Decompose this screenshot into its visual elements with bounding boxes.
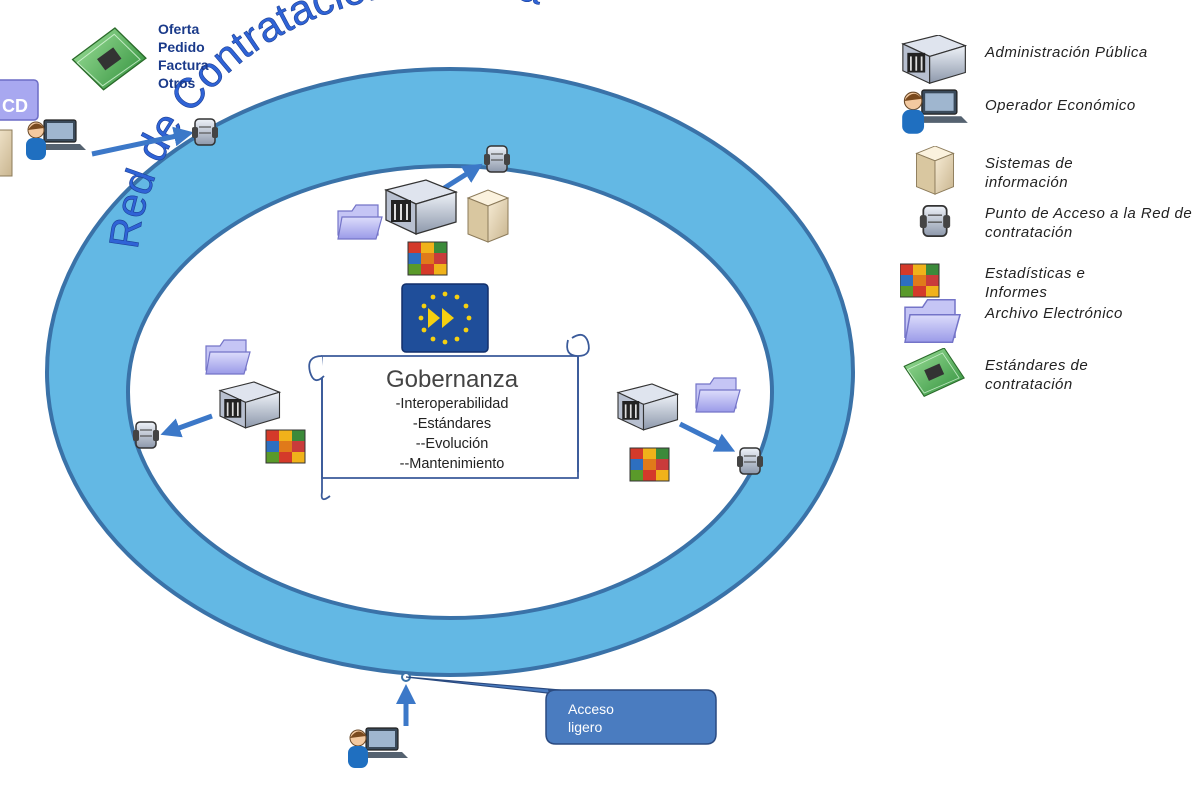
legend-label: Operador Económico	[985, 97, 1136, 114]
operator-icon	[901, 89, 969, 135]
access-point-icon	[132, 421, 160, 449]
procurement-standards-icon	[903, 348, 965, 397]
information-system-icon	[916, 146, 954, 195]
legend-item-information-system: Sistemas de información	[900, 146, 1200, 196]
legend: Administración Pública Operador Económic…	[900, 30, 1200, 430]
legend-item-access-point: Punto de Acceso a la Red de contratación	[900, 196, 1200, 246]
procurement-documents-icon	[67, 22, 152, 96]
callout-label: Acceso ligero	[568, 701, 614, 735]
statistics-icon	[407, 241, 448, 276]
governance-item: --Mantenimiento	[399, 456, 505, 472]
governance-item: --Evolución	[415, 436, 489, 452]
eu-flag-icon	[401, 283, 489, 353]
legend-label: Punto de Acceso a la Red de contratación	[985, 205, 1193, 241]
governance-title: Gobernanza	[385, 366, 519, 393]
legend-label: Archivo Electrónico	[985, 305, 1123, 322]
legend-item-standards: Estándares de contratación	[900, 348, 1200, 398]
arrow-admin-to-right-access	[678, 421, 736, 452]
electronic-archive-icon	[904, 299, 961, 343]
legend-item-operator: Operador Económico	[900, 88, 1200, 138]
operator-icon	[347, 727, 409, 769]
governance-item: -Estándares	[412, 416, 492, 432]
statistics-icon	[265, 429, 306, 464]
partial-cd-icon: CD	[0, 79, 39, 121]
governance-item: -Interoperabilidad	[395, 396, 509, 412]
svg-text:CD: CD	[2, 96, 28, 116]
partial-server-icon	[0, 129, 13, 177]
access-point-icon	[736, 447, 764, 475]
administration-icon	[901, 35, 967, 85]
arrow-operator-to-access	[91, 126, 194, 157]
operator-icon	[25, 119, 87, 161]
legend-label: Estadísticas e Informes	[985, 265, 1086, 301]
governance-box: Gobernanza -Interoperabilidad -Estándare…	[318, 352, 586, 484]
legend-label: Sistemas de información	[985, 155, 1074, 191]
legend-label: Administración Pública	[985, 44, 1148, 61]
arrow-admin-to-left-access	[160, 413, 213, 438]
callout-box	[405, 676, 717, 745]
governance-scroll	[308, 333, 590, 501]
access-point-icon	[918, 204, 952, 238]
legend-item-statistics: Estadísticas e Informes	[900, 256, 1200, 306]
documents-list: Oferta Pedido Factura Otros	[158, 21, 209, 91]
legend-item-administration: Administración Pública	[900, 35, 1200, 85]
statistics-icon	[629, 447, 670, 482]
legend-label: Estándares de contratación	[985, 357, 1089, 393]
access-point-icon	[483, 145, 511, 173]
legend-item-archive: Archivo Electrónico	[900, 296, 1200, 346]
information-system-icon	[467, 189, 509, 243]
access-point-icon	[191, 118, 219, 146]
